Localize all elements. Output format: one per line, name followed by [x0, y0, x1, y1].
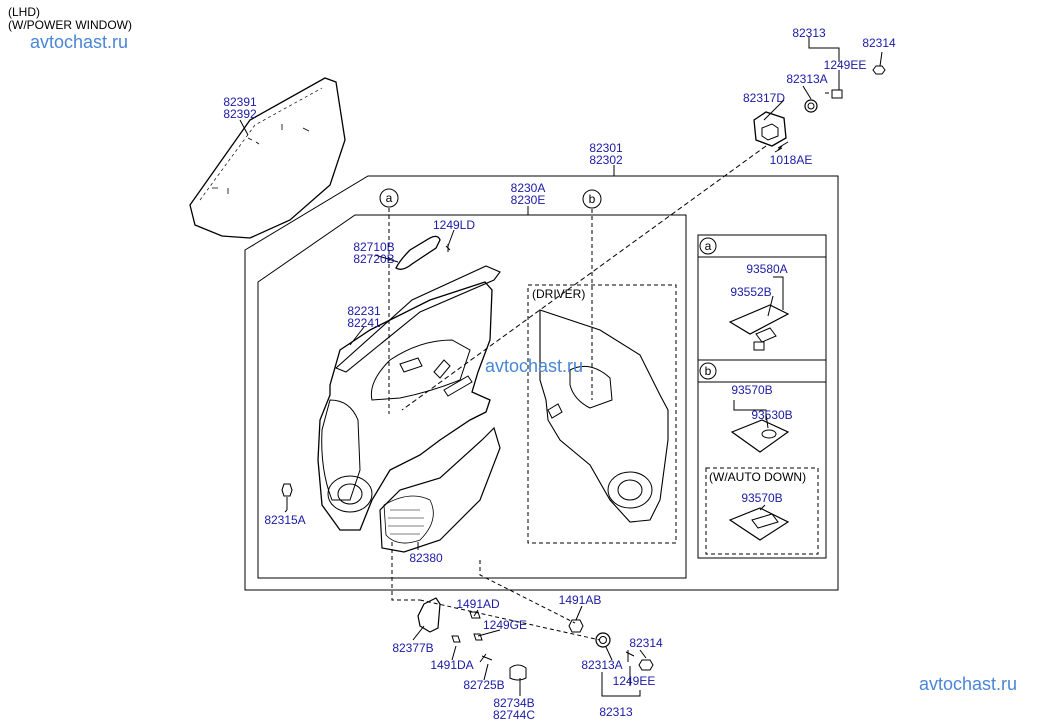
- driver-box: [527, 284, 677, 544]
- part-82317d: 82317D: [743, 91, 785, 105]
- watermark-center: avtochast.ru: [485, 356, 583, 376]
- part-1249ld: 1249LD: [433, 218, 475, 232]
- callout-a: a: [386, 191, 393, 205]
- part-8230e: 8230E: [511, 193, 546, 207]
- part-1249ee-top: 1249EE: [824, 58, 867, 72]
- part-82377b: 82377B: [392, 641, 433, 655]
- part-1491ab: 1491AB: [559, 593, 602, 607]
- part-82315a: 82315A: [264, 513, 305, 527]
- bracket-82317d: [753, 111, 787, 147]
- part-93570b: 93570B: [731, 383, 772, 397]
- clip-82315a: [281, 483, 293, 497]
- driver-label: (DRIVER): [532, 287, 585, 301]
- part-1018ae: 1018AE: [770, 153, 813, 167]
- box-a-label: a: [705, 239, 712, 253]
- header-lhd: (LHD): [8, 5, 40, 19]
- part-93570b-auto: 93570B: [741, 491, 782, 505]
- part-82313-top: 82313: [792, 26, 826, 40]
- header-power-window: (W/POWER WINDOW): [8, 18, 132, 32]
- auto-down-box: [705, 467, 819, 555]
- part-82734b: 82734B: [493, 696, 534, 710]
- part-82720b: 82720B: [353, 252, 394, 266]
- trim-panel-frame: [257, 214, 687, 579]
- part-82391: 82391: [223, 95, 257, 109]
- part-82313a-top: 82313A: [786, 72, 827, 86]
- switch-93570b: [730, 419, 790, 453]
- part-82302: 82302: [589, 153, 623, 167]
- part-82725b: 82725B: [463, 678, 504, 692]
- watermark-bottom-right: avtochast.ru: [919, 674, 1018, 694]
- grab-handle: [395, 235, 441, 270]
- door-film: [189, 77, 346, 239]
- speaker-grille: [379, 426, 501, 553]
- box-b-label: b: [705, 364, 712, 378]
- part-93580a: 93580A: [746, 262, 787, 276]
- part-82314-top: 82314: [862, 36, 896, 50]
- bracket-82377b: [417, 597, 441, 633]
- part-1249ee-bottom: 1249EE: [613, 674, 656, 688]
- box-b: [697, 359, 827, 559]
- part-82241: 82241: [347, 316, 381, 330]
- part-82710b: 82710B: [353, 240, 394, 254]
- driver-door-trim: [539, 309, 669, 523]
- callout-b: b: [589, 192, 596, 206]
- watermark-top-left: avtochast.ru: [30, 32, 129, 52]
- part-8230a: 8230A: [511, 181, 546, 195]
- part-93552b: 93552B: [730, 285, 771, 299]
- part-82380: 82380: [409, 551, 443, 565]
- part-93530b: 93530B: [751, 408, 792, 422]
- part-82301: 82301: [589, 141, 623, 155]
- part-82231: 82231: [347, 304, 381, 318]
- part-1491ad: 1491AD: [456, 597, 500, 611]
- part-82314-bottom: 82314: [629, 636, 663, 650]
- part-1491da: 1491DA: [430, 658, 473, 672]
- part-82744c: 82744C: [493, 708, 535, 722]
- door-trim-panel: [317, 281, 493, 531]
- part-1249ge: 1249GE: [483, 618, 527, 632]
- part-82392: 82392: [223, 107, 257, 121]
- switch-93570b-auto: [728, 507, 790, 541]
- assembly-outer-frame: [244, 175, 839, 591]
- auto-down-label: (W/AUTO DOWN): [709, 470, 806, 484]
- part-82313a-bottom: 82313A: [581, 658, 622, 672]
- part-82313-bottom: 82313: [599, 705, 633, 719]
- switch-93580a: [728, 304, 790, 335]
